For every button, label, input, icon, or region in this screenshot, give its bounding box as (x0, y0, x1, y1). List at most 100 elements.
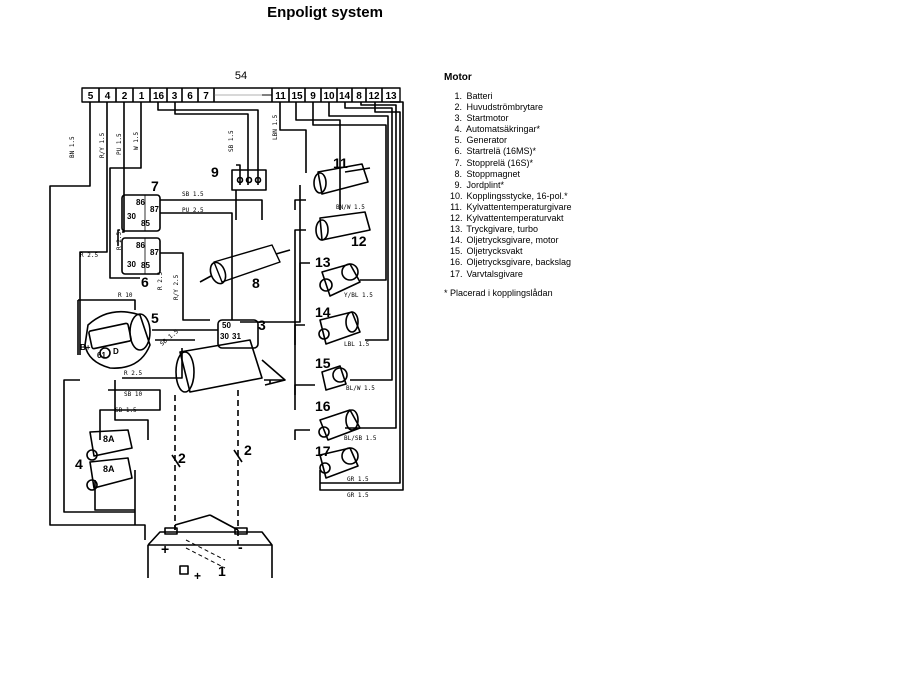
pin-12: 12 (368, 91, 380, 102)
legend-list: 1. Batteri 2. Huvudströmbrytare 3. Start… (444, 91, 884, 280)
legend-item: 10. Kopplingsstycke, 16-pol.* (450, 190, 568, 201)
legend-item: 14. Oljetrycksgivare, motor (450, 235, 559, 246)
pin-6: 6 (187, 91, 193, 102)
wire-r-2-5-a: R 2.5 (116, 232, 123, 250)
relay7-terminal-86: 86 (136, 198, 145, 207)
legend-item: 2. Huvudströmbrytare (454, 102, 544, 113)
generator-terminal-61: 61 (97, 351, 106, 360)
label-sensor-14: 14 (315, 304, 331, 320)
right-wires (279, 101, 404, 491)
battery-plus-inner: + (194, 569, 201, 583)
wire-sb-1-5-b: SB 1.5 (115, 407, 137, 414)
fuse-rating-2: 8A (103, 464, 115, 474)
relay7-terminal-85: 85 (141, 219, 150, 228)
legend-item: 1. Batteri (454, 91, 493, 101)
pin-9: 9 (310, 91, 316, 102)
legend-item: 5. Generator (454, 135, 508, 146)
starter-motor-3 (175, 319, 286, 393)
starter-terminal-31: 31 (232, 332, 241, 341)
pin-1: 1 (139, 91, 145, 102)
wire-r-2-5-c: R 2.5 (157, 272, 164, 290)
pin-10: 10 (323, 91, 335, 102)
pin-11: 11 (275, 91, 286, 102)
pin-14: 14 (339, 91, 351, 102)
wire-gr-1-5-a: GR 1.5 (347, 476, 369, 483)
sensor-11 (313, 163, 371, 195)
label-stop-magnet: 8 (252, 275, 260, 291)
ground-terminal-9 (231, 169, 267, 220)
legend-item: 6. Startrelä (16MS)* (454, 146, 537, 157)
label-relay-6: 6 (141, 274, 149, 290)
wire-r-2-5-d: R 2.5 (124, 370, 142, 377)
legend-heading: Motor (444, 72, 472, 83)
wire-bl-sb-1-5: BL/SB 1.5 (344, 435, 377, 442)
connector-block (81, 87, 401, 103)
legend-item: 9. Jordplint* (454, 179, 505, 190)
relay6-terminal-86: 86 (136, 241, 145, 250)
legend-item: 15. Oljetrycksvakt (450, 246, 523, 257)
relay6-terminal-85: 85 (141, 261, 150, 270)
legend-footnote: * Placerad i kopplingslådan (444, 287, 553, 298)
generator-terminal-d: D (113, 347, 119, 356)
wire-w-1-5: W 1.5 (133, 132, 140, 150)
label-starter: 3 (258, 317, 266, 333)
starter-terminal-30: 30 (220, 332, 229, 341)
wire-lbl-1-5: LBL 1.5 (344, 341, 370, 348)
label-sensor-13: 13 (315, 254, 331, 270)
wire-bl-w-1-5: BL/W 1.5 (346, 385, 375, 392)
pin-8: 8 (356, 91, 362, 102)
pin-13: 13 (385, 91, 397, 102)
wire-r-2-5-b: R 2.5 (80, 252, 98, 259)
fuses-4 (86, 429, 133, 491)
wire-bn-w-1-5: BN/W 1.5 (336, 204, 365, 211)
pin-3: 3 (172, 91, 178, 102)
label-relay-7: 7 (151, 178, 159, 194)
relay6-terminal-87: 87 (150, 248, 159, 257)
legend-item: 17. Varvtalsgivare (450, 268, 523, 279)
connector-label: 54 (235, 70, 247, 82)
relay-6 (121, 237, 161, 275)
pin-16: 16 (153, 91, 165, 102)
main-switch-2 (171, 390, 243, 545)
wire-r-10: R 10 (118, 292, 133, 299)
wire-bn-1-5: BN 1.5 (69, 136, 76, 158)
legend-item: 12. Kylvattentemperaturvakt (450, 213, 564, 224)
page-title: Enpoligt system (267, 4, 383, 21)
sensor-13 (319, 263, 361, 297)
wire-ry-2-5: R/Y 2.5 (173, 274, 180, 300)
wire-pu-1-5: PU 1.5 (116, 133, 123, 155)
component-legend: Motor 1. Batteri 2. Huvudströmbrytare 3.… (444, 72, 884, 298)
wire-sb-1-5-vertical: SB 1.5 (228, 130, 235, 152)
label-switch-left: 2 (178, 450, 186, 466)
label-generator: 5 (151, 310, 159, 326)
pin-7: 7 (203, 91, 209, 102)
legend-item: 8. Stoppmagnet (454, 168, 521, 179)
legend-item: 4. Automatsäkringar* (454, 124, 541, 135)
sensor-12 (315, 211, 371, 241)
relay-7 (121, 194, 161, 232)
generator-5 (84, 310, 151, 369)
legend-item: 7. Stopprelä (16S)* (454, 157, 534, 168)
wire-lbn-1-5: LBN 1.5 (272, 114, 279, 140)
pin-15: 15 (291, 91, 303, 102)
wire-pu-2-5: PU 2.5 (182, 207, 204, 214)
fuse-rating-1: 8A (103, 434, 115, 444)
sensor-16 (318, 409, 361, 441)
label-sensor-15: 15 (315, 355, 331, 371)
label-fuses: 4 (75, 456, 83, 472)
wire-sb-1-5-horizontal: SB 1.5 (182, 191, 204, 198)
legend-item: 3. Startmotor (454, 113, 509, 124)
battery-plus: + (161, 541, 169, 557)
legend-item: 13. Tryckgivare, turbo (450, 224, 539, 235)
sensor-15 (321, 365, 348, 391)
wire-y-bl-1-5: Y/BL 1.5 (344, 292, 373, 299)
legend-item: 16. Oljetrycksgivare, backslag (450, 257, 572, 268)
pin-2: 2 (122, 91, 128, 102)
starter-terminal-50: 50 (222, 321, 231, 330)
relay7-terminal-30: 30 (127, 212, 136, 221)
wire-sb-1-5-generator: SB 1.5 (159, 328, 180, 348)
stop-magnet-8 (199, 244, 291, 285)
legend-item: 11. Kylvattentemperaturgivare (450, 201, 572, 212)
relay7-terminal-87: 87 (150, 205, 159, 214)
